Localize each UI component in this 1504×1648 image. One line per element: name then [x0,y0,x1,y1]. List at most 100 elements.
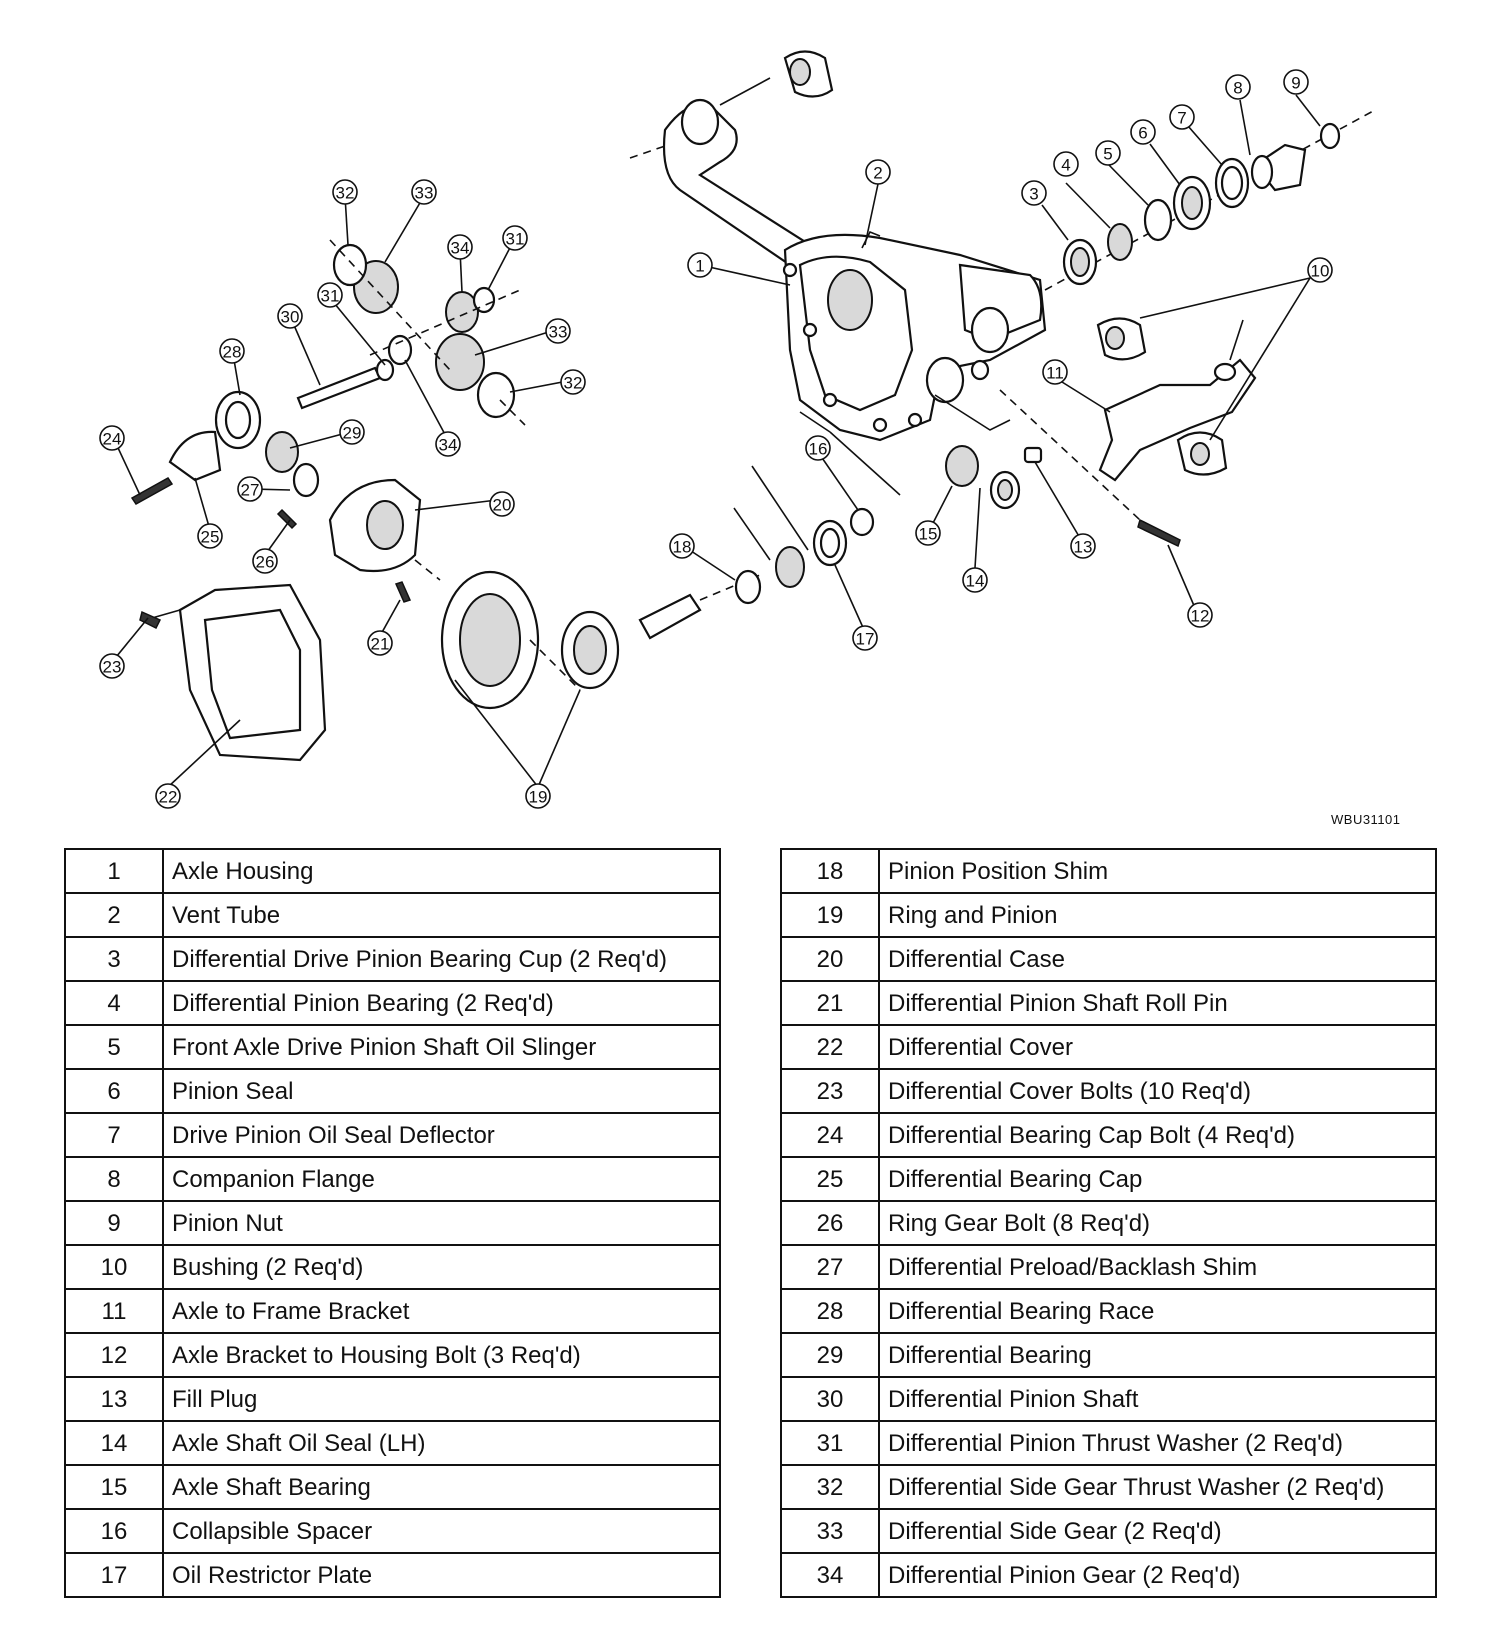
legend-description: Differential Pinion Shaft Roll Pin [878,980,1437,1026]
legend-number: 3 [64,936,164,982]
svg-text:32: 32 [336,184,355,203]
legend-description: Axle Shaft Bearing [162,1464,721,1510]
callout-32-top: 32 [332,179,358,205]
svg-text:8: 8 [1233,79,1242,98]
legend-description: Differential Case [878,936,1437,982]
legend-description: Differential Bearing Cap [878,1156,1437,1202]
callout-23: 23 [99,653,125,679]
legend-description: Ring Gear Bolt (8 Req'd) [878,1200,1437,1246]
legend-description: Differential Preload/Backlash Shim [878,1244,1437,1290]
callout-20: 20 [489,491,515,517]
callout-2: 2 [865,159,891,185]
legend-number: 11 [64,1288,164,1334]
legend-number: 30 [780,1376,880,1422]
svg-text:15: 15 [919,525,938,544]
legend-number: 21 [780,980,880,1026]
legend-description: Differential Cover [878,1024,1437,1070]
svg-text:22: 22 [159,788,178,807]
svg-text:20: 20 [493,496,512,515]
legend-number: 24 [780,1112,880,1158]
legend-description: Axle Shaft Oil Seal (LH) [162,1420,721,1466]
callout-27: 27 [237,476,263,502]
svg-text:34: 34 [451,239,470,258]
svg-text:29: 29 [343,424,362,443]
legend-description: Differential Cover Bolts (10 Req'd) [878,1068,1437,1114]
callout-5: 5 [1095,140,1121,166]
callout-13: 13 [1070,533,1096,559]
legend-number: 1 [64,848,164,894]
legend-number: 26 [780,1200,880,1246]
svg-text:24: 24 [103,430,122,449]
callout-31-right: 31 [502,225,528,251]
callout-11: 11 [1042,359,1068,385]
callout-14: 14 [962,567,988,593]
legend-number: 15 [64,1464,164,1510]
legend-description: Fill Plug [162,1376,721,1422]
svg-text:32: 32 [564,374,583,393]
legend-description: Pinion Seal [162,1068,721,1114]
figure-id: WBU31101 [1331,812,1401,827]
callout-10: 10 [1307,257,1333,283]
callout-16: 16 [805,435,831,461]
legend-description: Axle Housing [162,848,721,894]
legend-description: Drive Pinion Oil Seal Deflector [162,1112,721,1158]
legend-description: Differential Pinion Thrust Washer (2 Req… [878,1420,1437,1466]
legend-number: 19 [780,892,880,938]
svg-text:25: 25 [201,528,220,547]
legend-description: Oil Restrictor Plate [162,1552,721,1598]
legend-description: Differential Pinion Gear (2 Req'd) [878,1552,1437,1598]
legend-description: Vent Tube [162,892,721,938]
svg-text:5: 5 [1103,145,1112,164]
callout-26: 26 [252,548,278,574]
legend-number: 31 [780,1420,880,1466]
svg-text:23: 23 [103,658,122,677]
svg-text:18: 18 [673,538,692,557]
legend-number: 34 [780,1552,880,1598]
legend-description: Pinion Nut [162,1200,721,1246]
svg-text:19: 19 [529,788,548,807]
callout-15: 15 [915,520,941,546]
legend-number: 18 [780,848,880,894]
svg-text:34: 34 [439,436,458,455]
legend-description: Pinion Position Shim [878,848,1437,894]
callout-29: 29 [339,419,365,445]
svg-text:16: 16 [809,440,828,459]
callout-34-top: 34 [447,234,473,260]
legend-number: 17 [64,1552,164,1598]
legend-description: Axle Bracket to Housing Bolt (3 Req'd) [162,1332,721,1378]
callout-31-left: 31 [317,282,343,308]
callout-4: 4 [1053,151,1079,177]
legend-number: 4 [64,980,164,1026]
legend-number: 33 [780,1508,880,1554]
exploded-axle-diagram: 1 2 3 4 5 6 7 8 9 10 11 12 13 14 15 16 1… [99,50,1376,809]
legend-number: 10 [64,1244,164,1290]
legend-number: 22 [780,1024,880,1070]
callout-17: 17 [852,625,878,651]
legend-description: Collapsible Spacer [162,1508,721,1554]
svg-text:1: 1 [695,257,704,276]
svg-text:3: 3 [1029,185,1038,204]
legend-description: Bushing (2 Req'd) [162,1244,721,1290]
callout-32-bottom: 32 [560,369,586,395]
legend-number: 8 [64,1156,164,1202]
svg-text:33: 33 [549,323,568,342]
legend-number: 28 [780,1288,880,1334]
